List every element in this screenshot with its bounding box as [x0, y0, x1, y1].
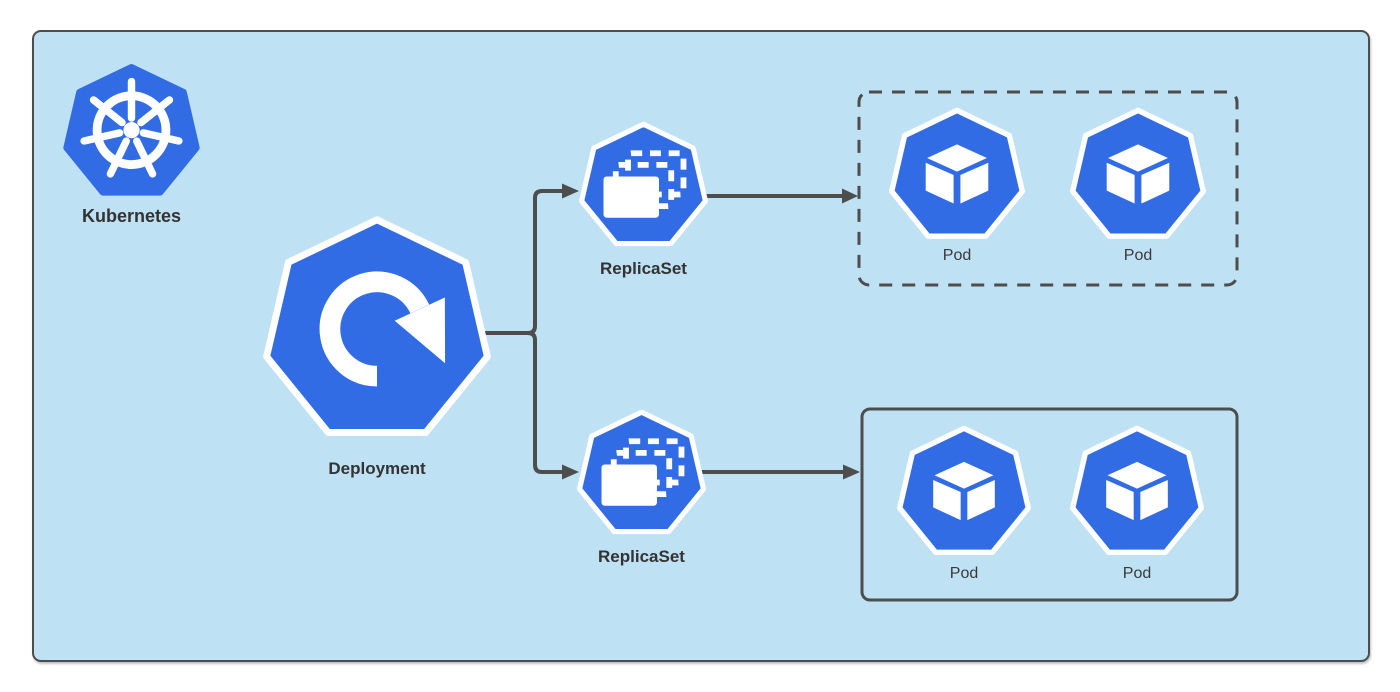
- kubernetes-helm-wheel-icon: [64, 64, 199, 199]
- arrowhead-icon: [842, 188, 858, 204]
- node-replicaset-top[interactable]: ReplicaSet: [579, 121, 708, 278]
- replicaset-cascading-rects-icon: [579, 121, 708, 250]
- node-label-pod-bottom-1: Pod: [949, 565, 979, 582]
- connector-replicaset-top-to-group[interactable]: [700, 188, 858, 204]
- pod-cube-icon: [897, 425, 1031, 559]
- diagram-canvas[interactable]: Kubernetes Deployment ReplicaSet Repli: [32, 30, 1370, 662]
- node-label-deployment: Deployment: [328, 459, 426, 478]
- node-label-pod-bottom-2: Pod: [1122, 565, 1152, 582]
- pod-group-bottom-solid-box[interactable]: [860, 407, 1239, 602]
- pod-cube-icon: [1070, 425, 1204, 559]
- node-label-pod-top-2: Pod: [1123, 247, 1153, 264]
- pod-group-top-dashed-box[interactable]: [857, 90, 1239, 287]
- node-pod-bottom-1[interactable]: Pod: [897, 425, 1031, 582]
- node-pod-top-2[interactable]: Pod: [1070, 107, 1206, 264]
- connector-replicaset-bottom-to-group[interactable]: [700, 464, 860, 480]
- node-label-replicaset-bottom: ReplicaSet: [598, 547, 685, 566]
- node-label-pod-top-1: Pod: [942, 247, 972, 264]
- connector-deployment-to-replicaset-top[interactable]: [480, 183, 579, 335]
- node-pod-top-1[interactable]: Pod: [889, 107, 1025, 264]
- node-label-kubernetes: Kubernetes: [81, 206, 182, 226]
- node-label-replicaset-top: ReplicaSet: [600, 259, 687, 278]
- connector-layer: [480, 90, 1239, 602]
- pod-cube-icon: [889, 107, 1025, 243]
- pod-cube-icon: [1070, 107, 1206, 243]
- rolling-update-circular-arrow-icon: [262, 214, 492, 444]
- node-deployment[interactable]: Deployment: [262, 214, 492, 478]
- connector-deployment-to-replicaset-bottom[interactable]: [480, 331, 579, 480]
- arrowhead-icon: [843, 464, 860, 480]
- node-pod-bottom-2[interactable]: Pod: [1070, 425, 1204, 582]
- arrowhead-icon: [562, 464, 579, 480]
- node-kubernetes[interactable]: Kubernetes: [64, 64, 199, 226]
- replicaset-cascading-rects-icon: [577, 409, 706, 538]
- arrowhead-icon: [562, 183, 579, 199]
- node-replicaset-bottom[interactable]: ReplicaSet: [577, 409, 706, 566]
